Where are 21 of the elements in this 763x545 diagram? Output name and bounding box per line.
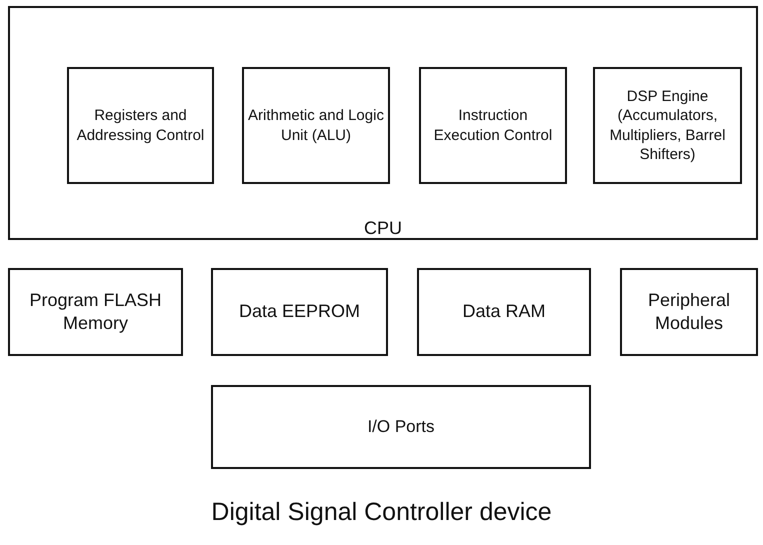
diagram-caption: Digital Signal Controller device [210, 498, 553, 527]
module-box [211, 268, 388, 356]
block-label: Data RAM [461, 300, 547, 324]
module-box [8, 268, 183, 356]
block-label: Program FLASH Memory [28, 288, 163, 335]
block-label: Data EEPROM [238, 300, 362, 324]
module-box [620, 268, 758, 356]
block-label: Registers and Addressing Control [76, 106, 206, 145]
component-box [67, 67, 214, 184]
module-box [417, 268, 591, 356]
module-box [211, 385, 591, 469]
component-box [419, 67, 567, 184]
component-box [593, 67, 742, 184]
block-label: Arithmetic and Logic Unit (ALU) [247, 106, 385, 145]
component-box [242, 67, 390, 184]
block-label: CPU [362, 216, 403, 240]
block-label: Peripheral Modules [646, 288, 732, 335]
block-label: Instruction Execution Control [432, 106, 554, 145]
block-label: I/O Ports [366, 416, 436, 438]
block-label: DSP Engine (Accumulators, Multipliers, Barrel Shifters) [608, 86, 726, 164]
cpu-block [8, 6, 758, 240]
